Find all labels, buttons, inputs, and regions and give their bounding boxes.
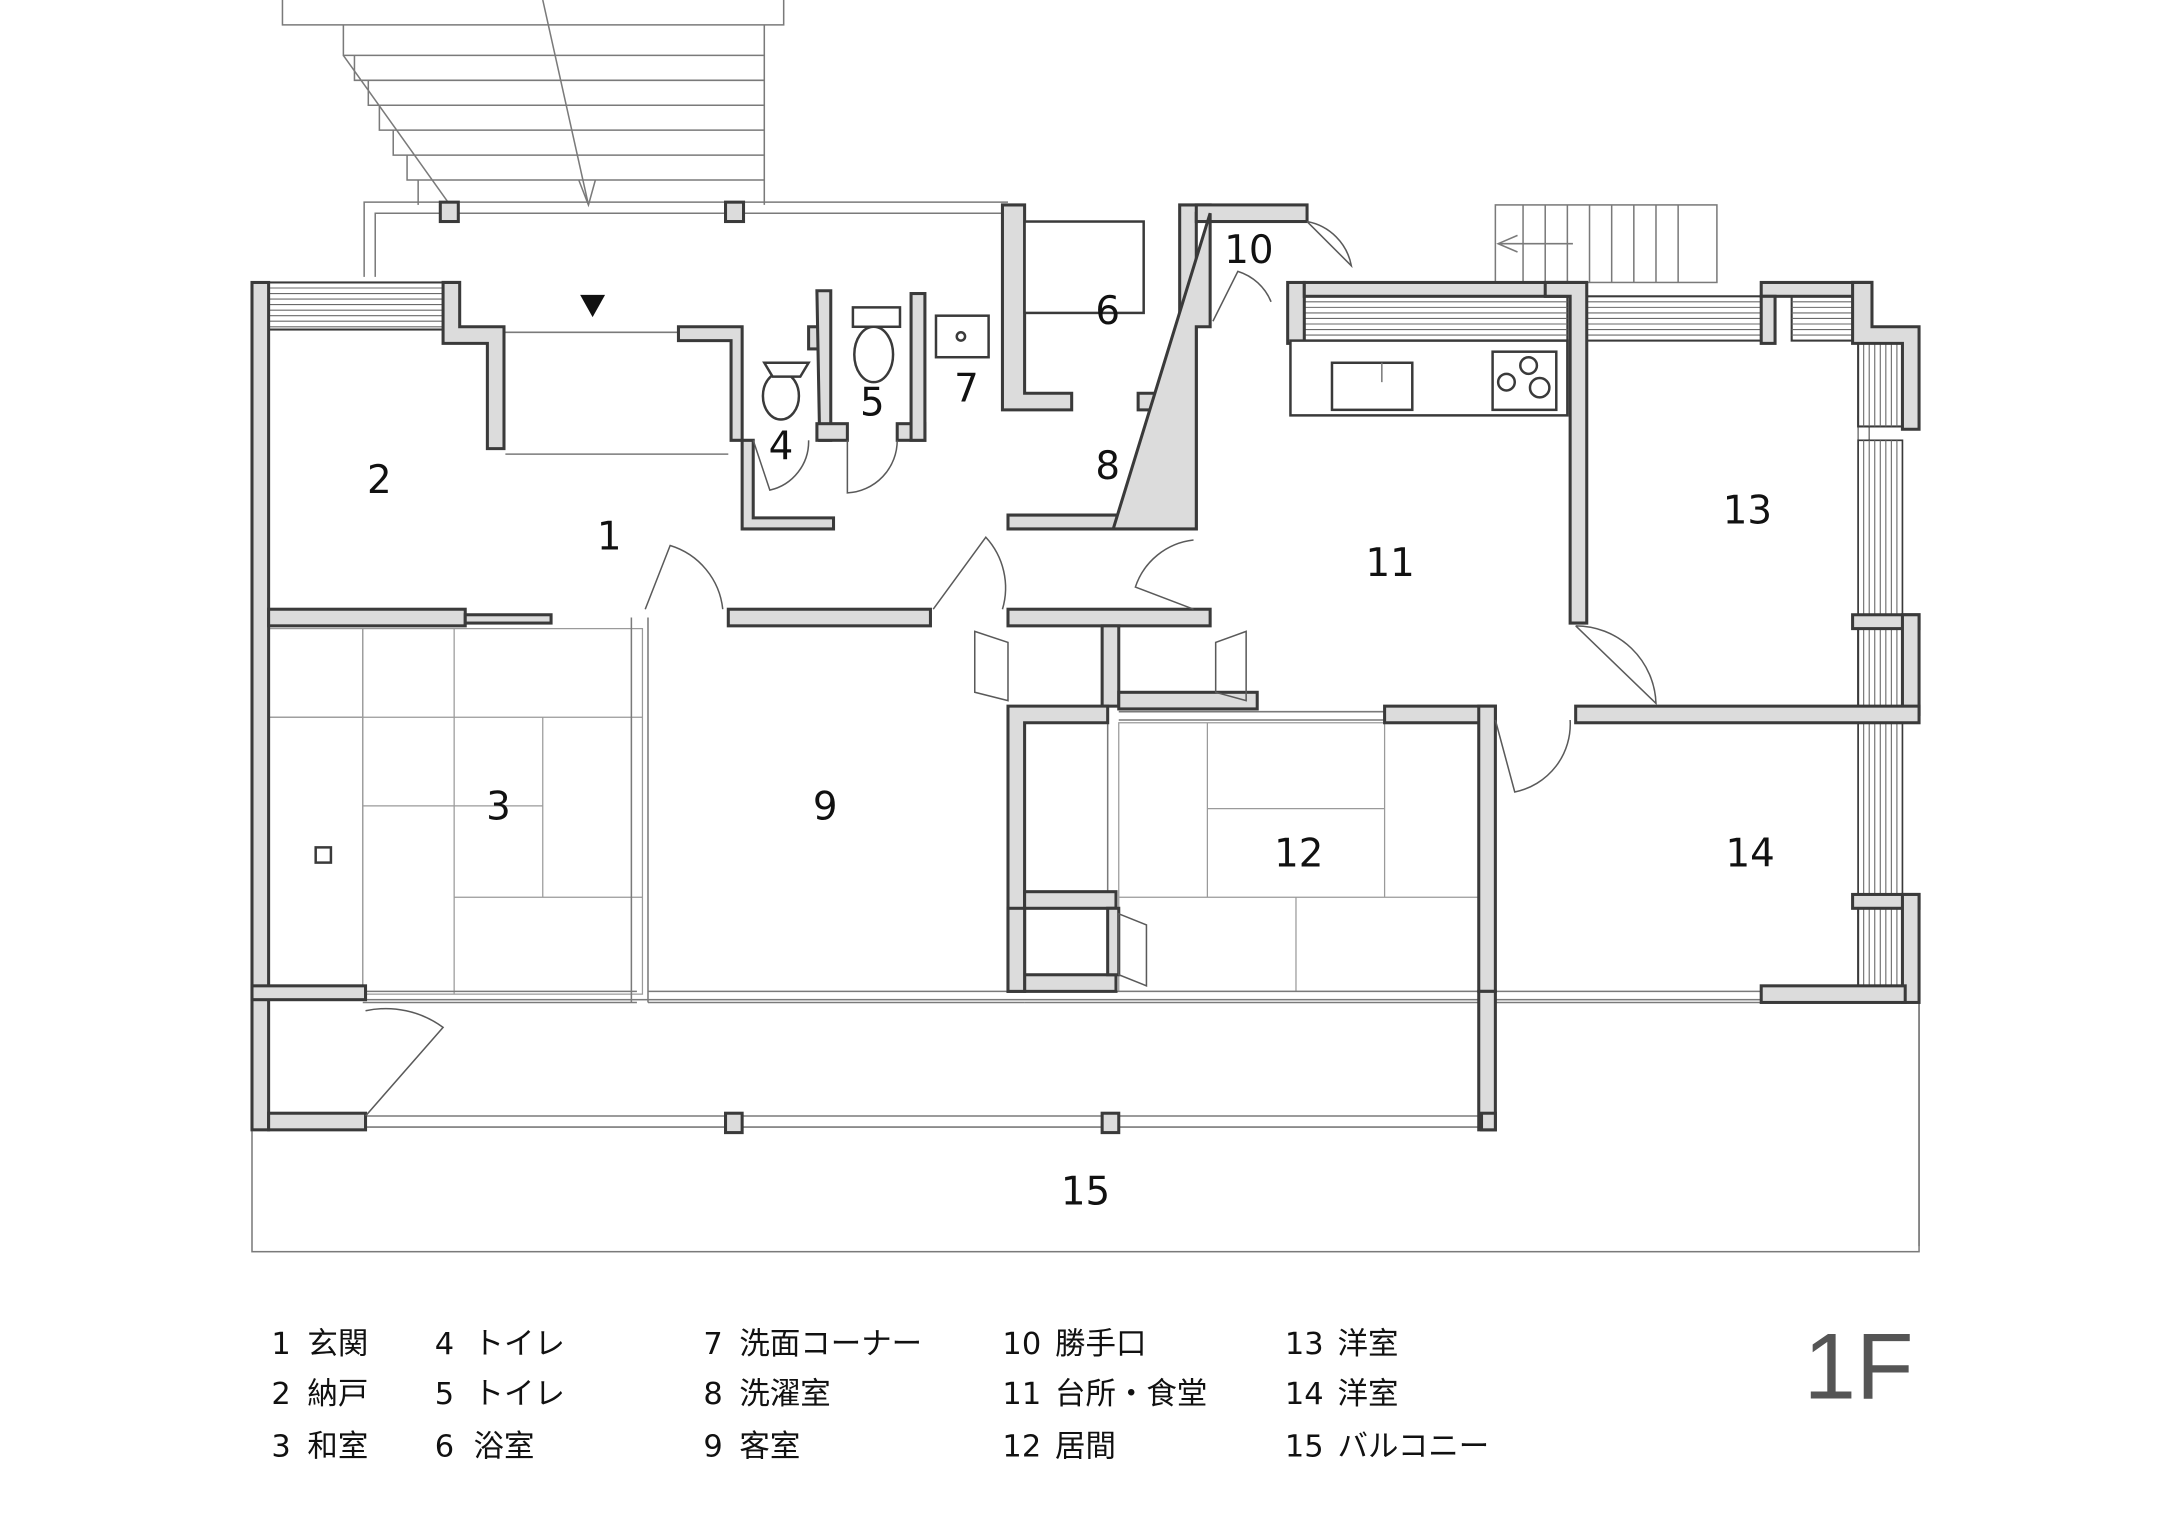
svg-text:トイレ: トイレ — [474, 1377, 565, 1412]
svg-text:15: 15 — [1285, 1430, 1324, 1465]
svg-text:洋室: 洋室 — [1338, 1327, 1399, 1362]
legend-item: 15 バルコニー — [1285, 1430, 1489, 1465]
fixtures — [761, 306, 1569, 421]
svg-text:客室: 客室 — [739, 1430, 800, 1465]
doors — [364, 220, 1657, 1117]
legend-item: 9 客室 — [703, 1430, 800, 1465]
room-number-7: 7 — [954, 367, 979, 412]
svg-text:7: 7 — [703, 1327, 722, 1362]
room-number-3: 3 — [486, 785, 511, 830]
room-number-15: 15 — [1061, 1170, 1110, 1215]
legend-item: 1 玄関 — [271, 1327, 368, 1362]
svg-text:浴室: 浴室 — [474, 1430, 535, 1465]
room-numbers: 1 2 3 4 5 6 7 8 9 10 11 12 13 14 15 — [367, 228, 1775, 1215]
room-number-5: 5 — [860, 380, 885, 425]
room-number-13: 13 — [1723, 488, 1772, 533]
svg-text:玄関: 玄関 — [307, 1327, 368, 1362]
room-number-10: 10 — [1224, 228, 1273, 273]
svg-text:12: 12 — [1002, 1430, 1041, 1465]
room-number-9: 9 — [813, 785, 838, 830]
legend-item: 12 居間 — [1002, 1430, 1116, 1465]
interior-lines — [267, 331, 1920, 1247]
svg-text:9: 9 — [703, 1430, 722, 1465]
svg-text:3: 3 — [271, 1430, 290, 1465]
window-hatches — [267, 281, 1904, 990]
legend-item: 8 洗濯室 — [703, 1377, 830, 1412]
entrance-stairs — [281, 0, 785, 208]
room-number-8: 8 — [1095, 444, 1120, 489]
svg-text:バルコニー: バルコニー — [1338, 1430, 1490, 1465]
room-number-2: 2 — [367, 458, 392, 503]
entrance-marker-icon — [580, 294, 606, 318]
room-number-11: 11 — [1365, 541, 1414, 586]
legend-item: 6 浴室 — [435, 1430, 535, 1465]
svg-text:13: 13 — [1285, 1327, 1324, 1362]
svg-text:トイレ: トイレ — [474, 1327, 565, 1362]
legend-item: 3 和室 — [271, 1430, 368, 1465]
svg-text:納戸: 納戸 — [307, 1377, 368, 1412]
svg-text:6: 6 — [435, 1430, 454, 1465]
walls — [250, 203, 1921, 1132]
svg-text:洗濯室: 洗濯室 — [739, 1377, 830, 1412]
room-number-6: 6 — [1095, 289, 1120, 334]
legend-item: 7 洗面コーナー — [703, 1327, 922, 1362]
legend-item: 11 台所・食堂 — [1002, 1377, 1207, 1412]
svg-text:和室: 和室 — [307, 1430, 368, 1465]
legend-item: 2 納戸 — [271, 1377, 368, 1412]
svg-text:5: 5 — [435, 1377, 454, 1412]
svg-text:14: 14 — [1285, 1377, 1324, 1412]
back-stairs — [1494, 204, 1718, 284]
legend-item: 10 勝手口 — [1002, 1327, 1146, 1362]
room-number-14: 14 — [1725, 832, 1774, 877]
svg-text:10: 10 — [1002, 1327, 1041, 1362]
legend-item: 14 洋室 — [1285, 1377, 1399, 1412]
svg-text:洗面コーナー: 洗面コーナー — [739, 1327, 922, 1362]
room-number-12: 12 — [1274, 832, 1323, 877]
svg-text:2: 2 — [271, 1377, 290, 1412]
room-number-1: 1 — [597, 515, 622, 560]
svg-text:1: 1 — [271, 1327, 290, 1362]
legend-item: 13 洋室 — [1285, 1327, 1399, 1362]
room-number-4: 4 — [769, 425, 794, 470]
svg-text:洋室: 洋室 — [1338, 1377, 1399, 1412]
legend: 1 玄関 2 納戸 3 和室 4 トイレ 5 トイレ 6 浴室 7 洗面コーナー 8 洗濯室 9… — [271, 1327, 1489, 1464]
svg-text:11: 11 — [1002, 1377, 1041, 1412]
legend-item: 5 トイレ — [435, 1377, 565, 1412]
svg-text:勝手口: 勝手口 — [1055, 1327, 1146, 1362]
porch — [363, 200, 1008, 318]
floor-label: 1F — [1804, 1313, 1914, 1418]
svg-text:8: 8 — [703, 1377, 722, 1412]
svg-text:居間: 居間 — [1055, 1430, 1116, 1465]
svg-text:4: 4 — [435, 1327, 454, 1362]
legend-item: 4 トイレ — [435, 1327, 565, 1362]
svg-text:台所・食堂: 台所・食堂 — [1055, 1377, 1207, 1412]
